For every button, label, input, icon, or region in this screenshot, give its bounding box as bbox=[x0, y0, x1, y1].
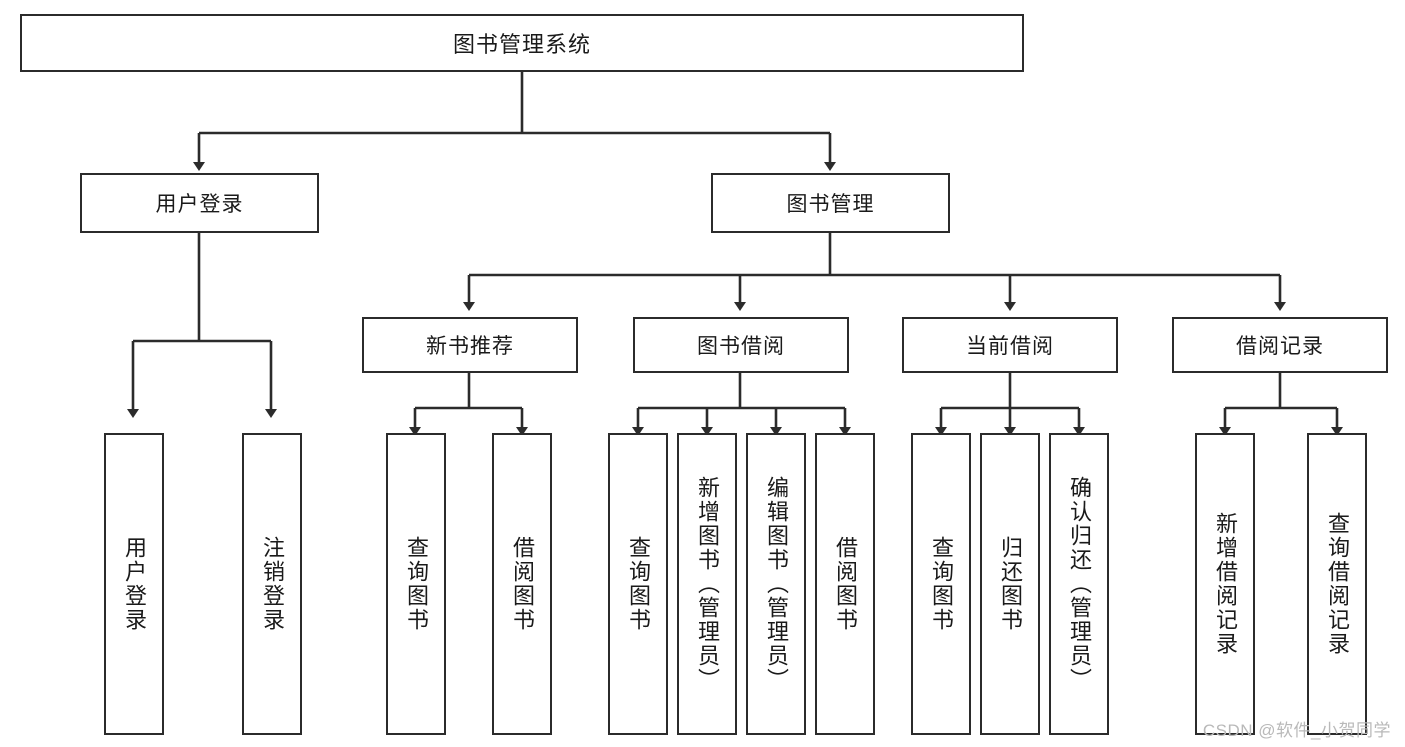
watermark-text: CSDN @软件_小贺同学 bbox=[1202, 721, 1391, 740]
node-leaf-add-book[interactable]: 新增图书（管理员） bbox=[677, 433, 737, 735]
node-leaf-borrow-book-2-label: 借阅图书 bbox=[832, 536, 858, 632]
node-leaf-add-book-label: 新增图书（管理员） bbox=[694, 476, 720, 692]
node-new-book-rec[interactable]: 新书推荐 bbox=[362, 317, 578, 373]
node-leaf-query-book-1-label: 查询图书 bbox=[403, 536, 429, 632]
node-leaf-borrow-book-1[interactable]: 借阅图书 bbox=[492, 433, 552, 735]
node-leaf-query-book-1[interactable]: 查询图书 bbox=[386, 433, 446, 735]
node-leaf-query-book-3-label: 查询图书 bbox=[928, 536, 954, 632]
node-leaf-query-book-2-label: 查询图书 bbox=[625, 536, 651, 632]
node-leaf-query-record-label: 查询借阅记录 bbox=[1324, 512, 1350, 656]
node-new-book-rec-label: 新书推荐 bbox=[426, 335, 514, 358]
node-leaf-borrow-book-2[interactable]: 借阅图书 bbox=[815, 433, 875, 735]
node-user-login[interactable]: 用户登录 bbox=[80, 173, 319, 233]
node-leaf-query-record[interactable]: 查询借阅记录 bbox=[1307, 433, 1367, 735]
node-book-borrow-label: 图书借阅 bbox=[697, 335, 785, 358]
node-leaf-query-book-3[interactable]: 查询图书 bbox=[911, 433, 971, 735]
node-user-login-label: 用户登录 bbox=[155, 193, 244, 216]
node-current-borrow-label: 当前借阅 bbox=[966, 335, 1054, 358]
node-current-borrow[interactable]: 当前借阅 bbox=[902, 317, 1118, 373]
node-leaf-confirm-return[interactable]: 确认归还（管理员） bbox=[1049, 433, 1109, 735]
node-leaf-user-login[interactable]: 用户登录 bbox=[104, 433, 164, 735]
node-leaf-return-book-label: 归还图书 bbox=[997, 536, 1023, 632]
node-root-label: 图书管理系统 bbox=[452, 32, 591, 57]
node-leaf-logout[interactable]: 注销登录 bbox=[242, 433, 302, 735]
node-borrow-record-label: 借阅记录 bbox=[1236, 335, 1324, 358]
node-book-manage-label: 图书管理 bbox=[786, 193, 875, 216]
node-leaf-user-login-label: 用户登录 bbox=[121, 536, 147, 632]
node-leaf-edit-book-label: 编辑图书（管理员） bbox=[763, 476, 789, 692]
node-leaf-edit-book[interactable]: 编辑图书（管理员） bbox=[746, 433, 806, 735]
node-leaf-return-book[interactable]: 归还图书 bbox=[980, 433, 1040, 735]
node-leaf-add-record[interactable]: 新增借阅记录 bbox=[1195, 433, 1255, 735]
node-leaf-borrow-book-1-label: 借阅图书 bbox=[509, 536, 535, 632]
node-leaf-add-record-label: 新增借阅记录 bbox=[1212, 512, 1238, 656]
node-leaf-confirm-return-label: 确认归还（管理员） bbox=[1066, 476, 1092, 692]
node-leaf-query-book-2[interactable]: 查询图书 bbox=[608, 433, 668, 735]
node-leaf-logout-label: 注销登录 bbox=[259, 536, 285, 632]
node-root[interactable]: 图书管理系统 bbox=[20, 14, 1024, 72]
node-book-manage[interactable]: 图书管理 bbox=[711, 173, 950, 233]
node-borrow-record[interactable]: 借阅记录 bbox=[1172, 317, 1388, 373]
node-book-borrow[interactable]: 图书借阅 bbox=[633, 317, 849, 373]
